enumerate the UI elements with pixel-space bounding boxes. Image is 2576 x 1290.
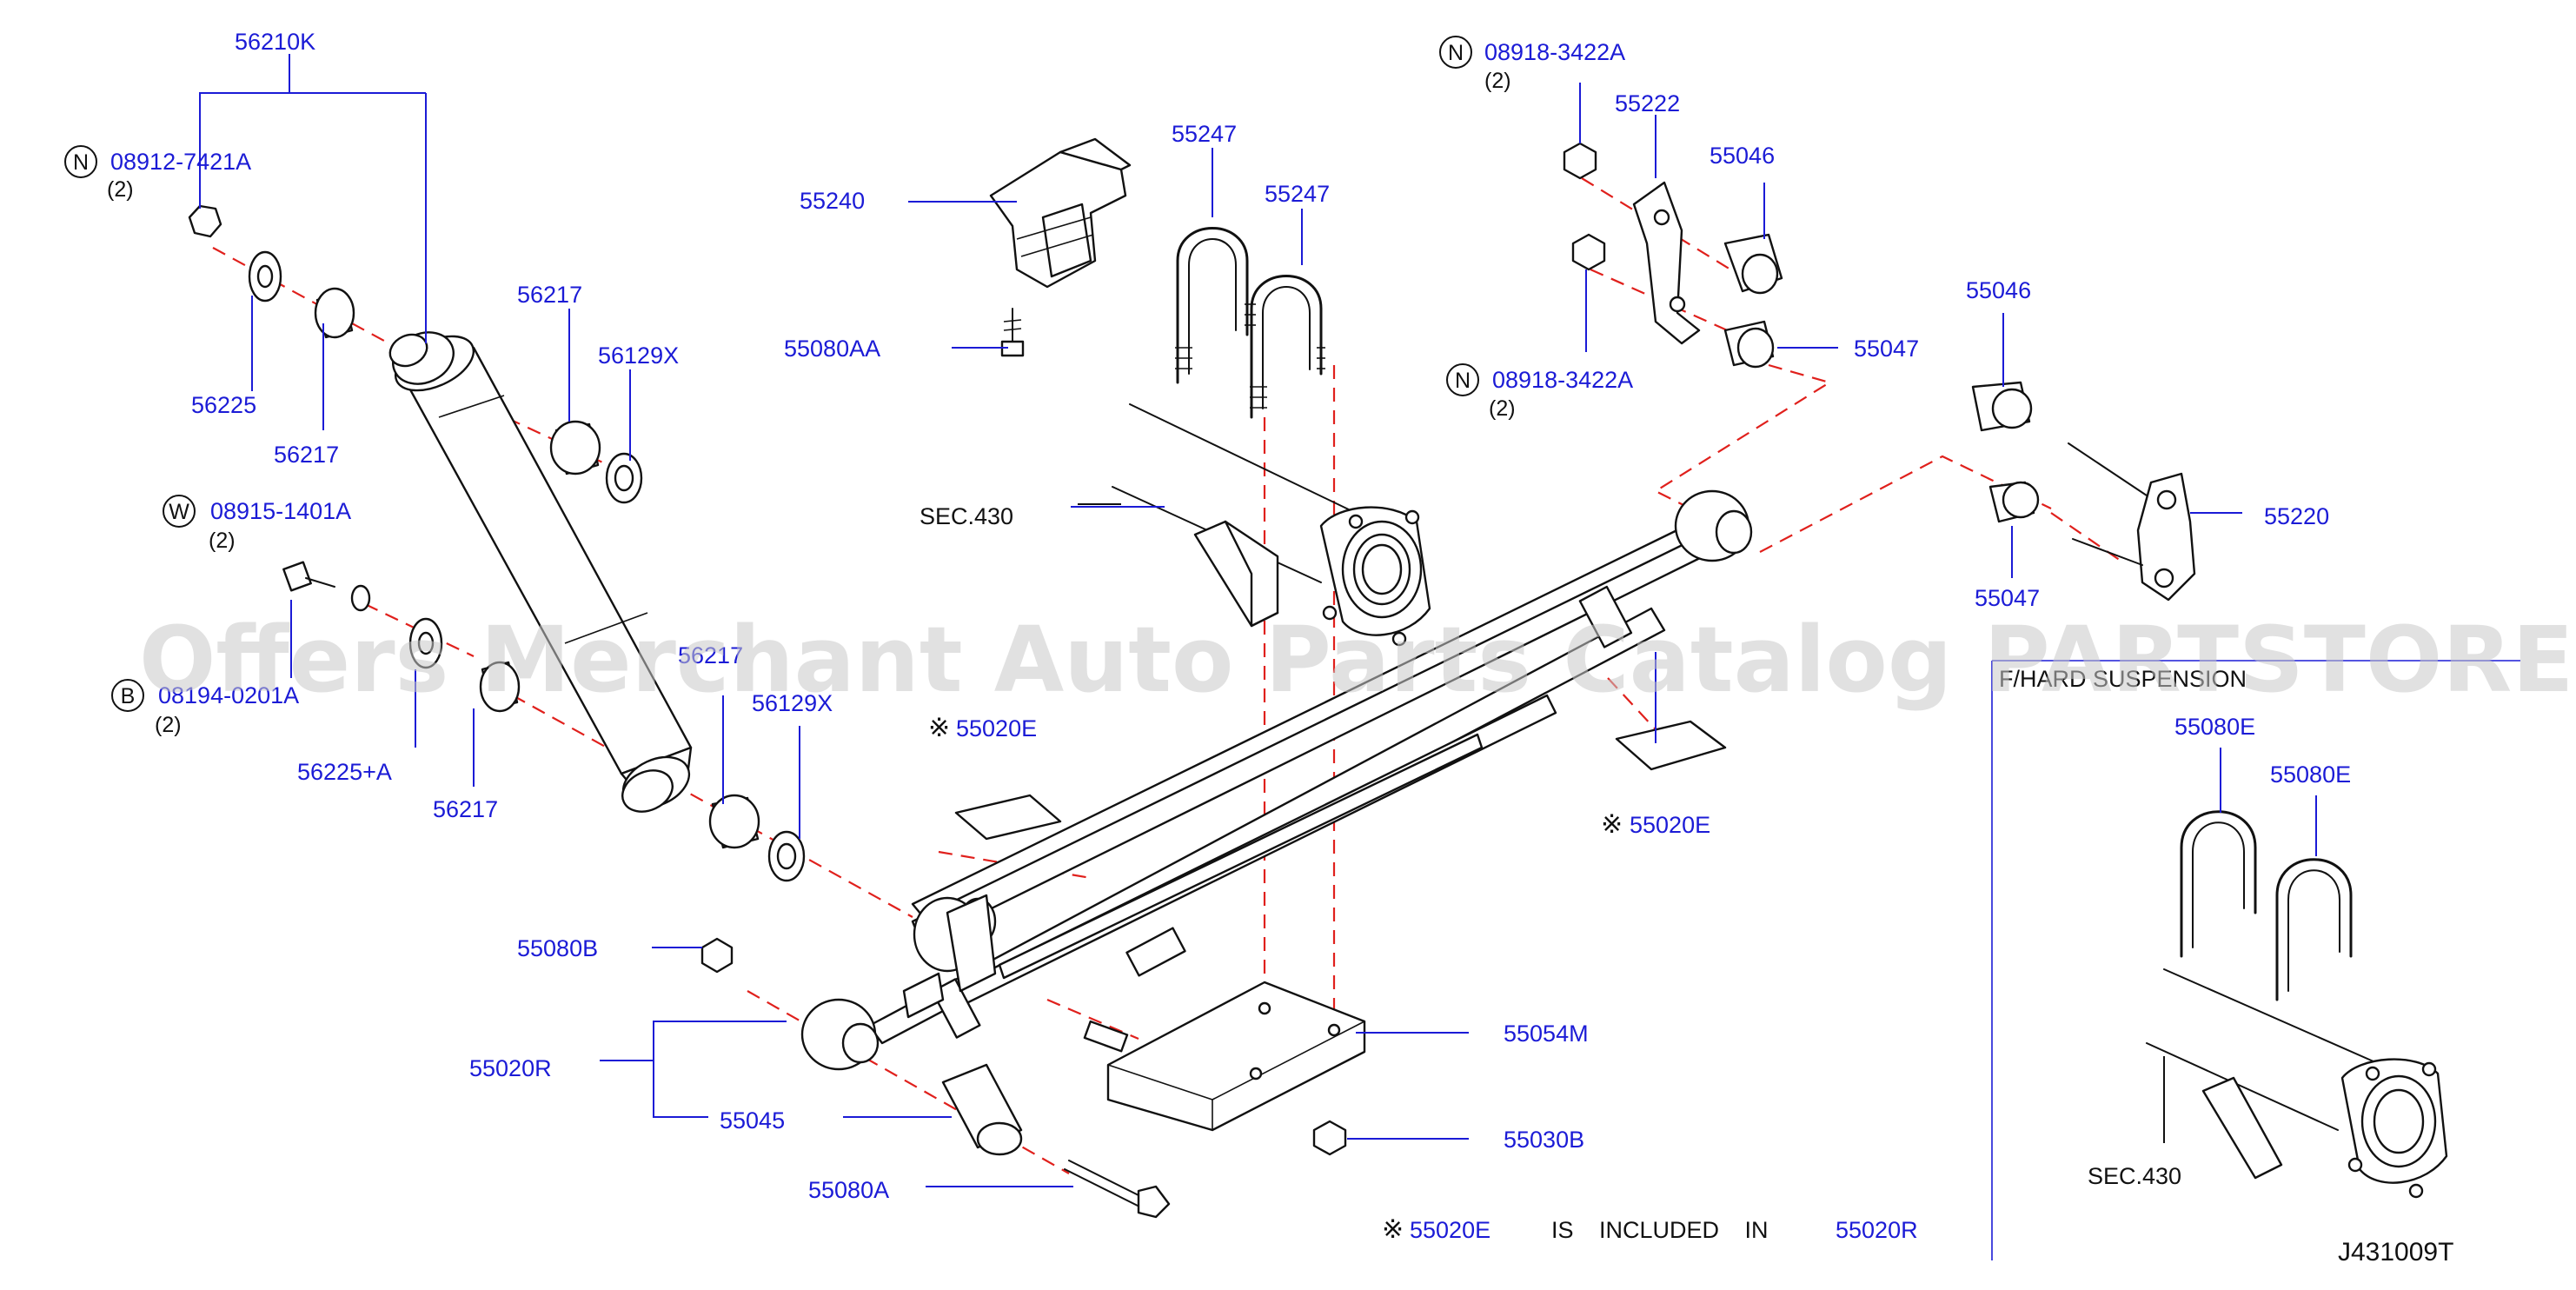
prefix-n: N (73, 150, 89, 175)
label-55046-b[interactable]: 55046 (1966, 277, 2031, 303)
prefix-circle-b (111, 679, 144, 712)
note-symbol-footnote: ※ (1382, 1215, 1404, 1244)
label-56225-A[interactable]: 56225+A (297, 759, 392, 785)
label-55047-b[interactable]: 55047 (1975, 585, 2040, 611)
label-56217-d[interactable]: 56217 (678, 642, 743, 668)
inset-box (1991, 660, 2520, 1260)
label-56129X-a[interactable]: 56129X (598, 342, 679, 369)
label-56129X-b[interactable]: 56129X (752, 690, 833, 716)
label-08194-0201A[interactable]: 08194-0201A (158, 682, 299, 708)
label-55045[interactable]: 55045 (720, 1107, 785, 1134)
note-symbol-a: ※ (928, 714, 950, 742)
label-55080E-a[interactable]: 55080E (2174, 714, 2255, 740)
diagram-reference: J431009T (2338, 1238, 2453, 1267)
label-55220[interactable]: 55220 (2264, 503, 2329, 529)
label-55030B[interactable]: 55030B (1504, 1127, 1584, 1153)
qty-08194: (2) (155, 713, 182, 737)
prefix-circle-n (64, 145, 97, 178)
qty-08915: (2) (209, 529, 236, 553)
label-55080E-b[interactable]: 55080E (2270, 761, 2351, 788)
qty-08912: (2) (107, 177, 134, 202)
note-text: IS INCLUDED IN (1551, 1217, 1769, 1243)
prefix-circle-n3 (1446, 363, 1479, 396)
leaf-spring-illustration (800, 489, 1753, 1071)
qty-08918-b: (2) (1489, 396, 1516, 421)
label-55020E-a[interactable]: 55020E (956, 715, 1037, 741)
label-55222[interactable]: 55222 (1615, 90, 1680, 116)
label-55080A[interactable]: 55080A (808, 1177, 889, 1203)
label-55247-b[interactable]: 55247 (1265, 181, 1330, 207)
label-55020E-b[interactable]: 55020E (1630, 812, 1710, 838)
prefix-circle-w (163, 495, 196, 528)
prefix-b: B (121, 684, 136, 708)
qty-08918-a: (2) (1484, 69, 1511, 93)
prefix-n3: N (1455, 369, 1471, 393)
label-55047-a[interactable]: 55047 (1854, 336, 1919, 362)
label-55080B[interactable]: 55080B (517, 935, 598, 961)
label-08918-3422A-a[interactable]: 08918-3422A (1484, 39, 1625, 65)
note-code[interactable]: 55020E (1410, 1217, 1490, 1243)
label-56217-a[interactable]: 56217 (274, 442, 339, 468)
label-55240[interactable]: 55240 (800, 188, 865, 214)
label-08918-3422A-b[interactable]: 08918-3422A (1492, 367, 1633, 393)
bump-stopper-illustration (989, 137, 1132, 357)
label-sec-430[interactable]: SEC.430 (920, 503, 1013, 529)
label-56210K[interactable]: 56210K (235, 29, 315, 55)
label-56225[interactable]: 56225 (191, 392, 256, 418)
label-sec-430-inset[interactable]: SEC.430 (2088, 1163, 2181, 1189)
watermark-text: Offers Merchant Auto Parts Catalog PARTS… (139, 607, 2576, 713)
inset-title: F/HARD SUSPENSION (1999, 666, 2247, 692)
prefix-w: W (169, 500, 189, 524)
spring-seat-illustration (700, 937, 1366, 1219)
label-08915-1401A[interactable]: 08915-1401A (210, 498, 351, 524)
label-55054M[interactable]: 55054M (1504, 1021, 1589, 1047)
shock-absorber-illustration (188, 204, 806, 882)
leader-lines (199, 54, 2317, 1187)
note-symbol-b: ※ (1601, 810, 1623, 839)
label-55046-a[interactable]: 55046 (1710, 143, 1775, 169)
label-56217-b[interactable]: 56217 (517, 282, 582, 308)
prefix-circle-n2 (1439, 36, 1472, 69)
label-08912-7421A[interactable]: 08912-7421A (110, 149, 251, 175)
label-55080AA[interactable]: 55080AA (784, 336, 880, 362)
u-bolts-illustration-main (1175, 227, 1325, 419)
label-56217-c[interactable]: 56217 (433, 796, 498, 822)
prefix-n2: N (1448, 41, 1464, 65)
shackle-illustration (1563, 142, 2196, 602)
label-55247-a[interactable]: 55247 (1172, 121, 1237, 147)
label-55020R[interactable]: 55020R (469, 1055, 552, 1081)
note-ref[interactable]: 55020R (1836, 1217, 1918, 1243)
axle-illustration-main (1112, 403, 1431, 647)
